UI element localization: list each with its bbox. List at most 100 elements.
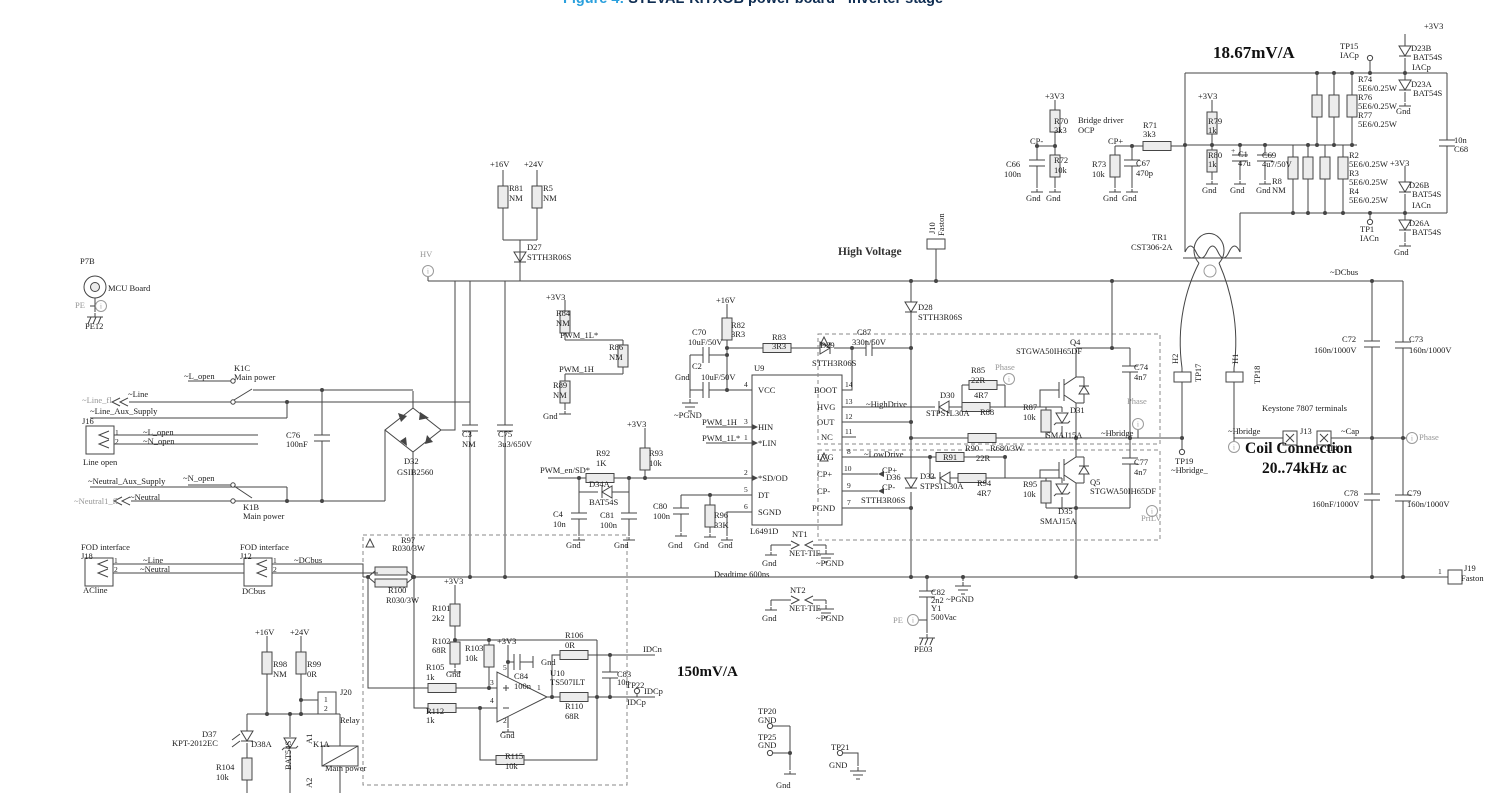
schematic-label: IACn xyxy=(1360,233,1379,243)
schematic-label: +3V3 xyxy=(546,292,566,302)
schematic-label: 10k xyxy=(465,653,478,663)
schematic-label: C66 xyxy=(1006,159,1021,169)
schematic-label: PE xyxy=(75,300,85,310)
schematic-label: K1C xyxy=(234,363,251,373)
schematic-label: 5E6/0.25W xyxy=(1358,119,1397,129)
schematic-label: ~Cap xyxy=(1341,426,1360,436)
schematic-label: C80 xyxy=(653,501,668,511)
schematic-label: LVG xyxy=(817,452,834,462)
schematic-label: NM xyxy=(553,390,567,400)
schematic-label: ~N_open xyxy=(183,473,215,483)
schematic-label: 18.67mV/A xyxy=(1213,43,1295,62)
y-cap-c82 xyxy=(907,577,936,646)
schematic-label: 3R3 xyxy=(772,341,787,351)
schematic-label: Gnd xyxy=(543,411,558,421)
schematic-label: BAT54S xyxy=(589,497,619,507)
schematic-label: 1 xyxy=(537,683,541,692)
schematic-label: C69 xyxy=(1262,150,1277,160)
schematic-label: Main power xyxy=(234,372,276,382)
schematic-label: J20 xyxy=(340,687,352,697)
schematic-label: PWM_1L* xyxy=(560,330,599,340)
schematic-label: +3V3 xyxy=(497,636,517,646)
schematic-label: STPS1L30A xyxy=(920,481,964,491)
schematic-label: J18 xyxy=(81,551,93,561)
schematic-label: R85 xyxy=(971,365,986,375)
schematic-label: 2 xyxy=(324,704,328,713)
schematic-label: Gnd xyxy=(566,540,581,550)
sense-network xyxy=(1183,34,1455,247)
schematic-label: ~HighDrive xyxy=(866,399,907,409)
figure-label: Figure 4: xyxy=(563,0,624,7)
schematic-label: C67 xyxy=(1136,158,1151,168)
schematic-label: BAT54S xyxy=(1412,227,1442,237)
schematic-label: Bridge driver xyxy=(1078,115,1124,125)
schematic-label: Gnd xyxy=(446,669,461,679)
schematic-label: HV xyxy=(420,249,433,259)
schematic-label: + xyxy=(1231,146,1236,155)
schematic-label: R95 xyxy=(1023,479,1038,489)
schematic-label: 160nF/1000V xyxy=(1312,499,1360,509)
schematic-label: KPT-2012EC xyxy=(172,738,218,748)
line-input xyxy=(90,378,470,506)
schematic-label: 2 xyxy=(114,565,118,574)
schematic-label: 33K xyxy=(714,520,729,530)
schematic-label: J14 xyxy=(1326,443,1338,453)
schematic-label: R2 xyxy=(1349,150,1359,160)
schematic-label: 10k xyxy=(1023,412,1036,422)
schematic-label: C68 xyxy=(1454,144,1469,154)
schematic-label: ~Neutral_Aux_Supply xyxy=(88,476,166,486)
schematic-label: 1k xyxy=(426,715,435,725)
schematic-label: Deadtime 600ns xyxy=(714,569,770,579)
schematic-label: D29 xyxy=(820,340,835,350)
schematic-label: 7 xyxy=(847,498,851,507)
schematic-label: R70 xyxy=(1054,116,1069,126)
schematic-label: 4R7 xyxy=(974,390,989,400)
schematic-label: +16V xyxy=(490,159,510,169)
schematic-label: BAT54S xyxy=(283,740,293,770)
schematic-label: A2 xyxy=(304,777,314,788)
schematic-label: 2 xyxy=(503,716,507,725)
schematic-label: 100n xyxy=(600,520,617,530)
schematic-label: ~LowDrive xyxy=(864,449,904,459)
schematic-label: U10 xyxy=(550,668,565,678)
schematic-label: ~L_open xyxy=(143,427,174,437)
schematic-label: 10n xyxy=(617,677,630,687)
schematic-label: STTH3R06S xyxy=(527,252,572,262)
schematic-label: R87 xyxy=(1023,402,1038,412)
schematic-label: R100 xyxy=(388,585,407,595)
schematic-label: +3V3 xyxy=(1390,158,1410,168)
schematic-label: Coil Connection xyxy=(1245,440,1353,457)
schematic-label: 11 xyxy=(845,427,853,436)
schematic-label: 1k xyxy=(1208,125,1217,135)
schematic-label: R82 xyxy=(731,320,746,330)
schematic-label: 100nF xyxy=(286,439,308,449)
bridge-rectifier-d32 xyxy=(384,281,456,577)
schematic-label: STGWA50IH65DF xyxy=(1016,346,1083,356)
schematic-label: R97 xyxy=(401,535,416,545)
schematic-label: ~N_open xyxy=(143,436,175,446)
schematic-label: 3 xyxy=(490,678,494,687)
schematic-label: Gnd xyxy=(668,540,683,550)
schematic-label: Gnd xyxy=(776,780,791,790)
ct-and-coil xyxy=(1173,73,1418,456)
schematic-label: NT2 xyxy=(790,585,806,595)
schematic-label: NM xyxy=(556,318,570,328)
schematic-label: ~PGND xyxy=(946,594,974,604)
schematic-label: P7B xyxy=(80,256,95,266)
schematic-label: +24V xyxy=(524,159,544,169)
schematic-label: D34A xyxy=(589,479,610,489)
schematic-label: Gnd xyxy=(675,372,690,382)
schematic-label: 12 xyxy=(845,412,853,421)
schematic-label: 160n/1000V xyxy=(1409,345,1452,355)
schematic-label: 6 xyxy=(744,502,748,511)
schematic-label: 10k xyxy=(216,772,229,782)
schematic-label: H2 xyxy=(1170,353,1180,364)
schematic-label: *SD/OD xyxy=(758,473,788,483)
schematic-label: D32 xyxy=(404,456,419,466)
schematic-label: 5E6/0.25W xyxy=(1349,159,1388,169)
schematic-label: 0R xyxy=(307,669,317,679)
schematic-label: STPS1L30A xyxy=(926,408,970,418)
schematic-label: R76 xyxy=(1358,92,1373,102)
schematic-label: SGND xyxy=(758,507,782,517)
schematic-label: +16V xyxy=(255,627,275,637)
